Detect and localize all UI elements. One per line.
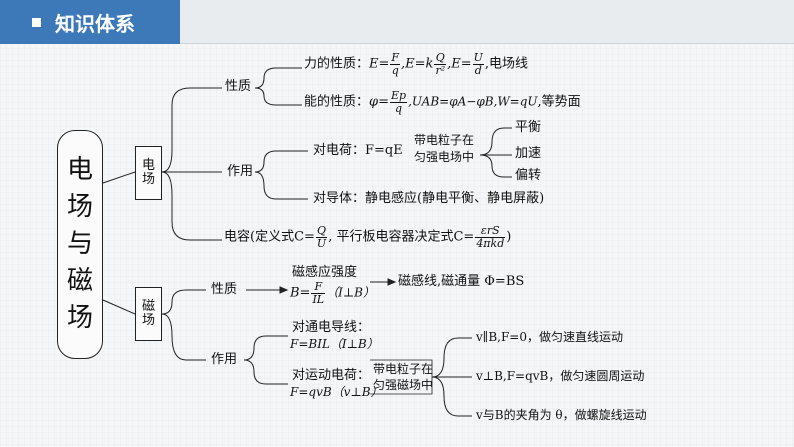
formula-e3-lhs: ,E= [447,56,472,72]
formula-e1-lhs: E= [369,56,390,72]
magnetic-label-top: 磁 [141,299,155,315]
electric-property-label: 性质 [225,79,252,94]
charge-force-line: 对电荷：F=qE [313,143,403,158]
magnetic-flux-line: 磁感线,磁通量 Φ=BS [398,274,525,289]
frac-den: q [391,63,399,77]
magnetic-particle-line1: 带电粒子在 [373,362,434,376]
electric-label-top: 电 [141,158,155,174]
root-char: 与 [66,228,93,259]
energy-suffix: ,等势面 [537,94,581,110]
formula-e2-lhs: ,E=k [401,56,434,72]
square-bullet-icon [32,17,41,27]
root-char: 磁 [66,266,93,297]
magnetic-label-bottom: 场 [141,313,155,328]
electric-action-label: 作用 [227,164,254,179]
energy-formulas: ,UAB=φA−φB,W=qU [408,94,538,109]
frac-den: r² [435,63,446,77]
electric-field-box: 电 场 [135,146,162,200]
motion-deflect: 偏转 [515,168,542,183]
frac-num: εrS [475,225,506,238]
frac-den: 4πkd [476,236,505,250]
magnetic-motion-straight: v∥B,F=0，做匀速直线运动 [476,330,623,344]
force-suffix: ,电场线 [484,56,529,72]
b-condition: （I⊥B） [326,285,375,300]
wire-line2: F=BIL（I⊥B） [290,337,379,351]
root-topic-box: 电 场 与 磁 场 [57,130,103,359]
cap-suffix: ) [506,229,512,245]
phi-lhs: φ= [369,94,390,110]
frac-den: U [316,236,327,250]
moving-charge-line1: 对运动电荷： [292,368,371,383]
section-title: 知识体系 [55,11,135,36]
electric-label-bottom: 场 [141,172,155,187]
electric-particle-line1: 带电粒子在 [414,133,475,147]
frac-num: Q [434,51,447,65]
root-char: 场 [66,191,93,222]
frac-num: Ep [390,89,408,103]
cap-prefix: 电容(定义式C= [224,229,315,245]
energy-prefix: 能的性质： [304,94,370,110]
motion-balance: 平衡 [515,120,542,135]
magnetic-induction-title: 磁感应强度 [292,265,358,280]
frac-num: F [390,51,401,65]
frac-den: d [474,63,482,77]
section-header: 知识体系 [0,0,180,44]
electric-particle-line2: 匀强电场中 [414,150,475,164]
magnetic-field-box: 磁 场 [135,287,162,341]
frac-num: Q [315,224,328,238]
magnetic-particle-line2: 匀强磁场中 [373,378,434,392]
frac-den: q [395,101,403,115]
magnetic-action-label: 作用 [211,352,238,367]
wire-line1: 对通电导线： [292,320,371,335]
cap-middle: , 平行板电容器决定式C= [328,229,475,245]
root-char: 场 [66,303,93,334]
magnetic-property-label: 性质 [211,282,238,297]
magnetic-motion-circle: v⊥B,F=qvB，做匀速圆周运动 [476,369,645,383]
motion-accelerate: 加速 [515,146,542,161]
frac-num: U [472,51,484,65]
frac-num: F [311,281,326,294]
b-lhs: B= [290,285,311,301]
conductor-line: 对导体：静电感应(静电平衡、静电屏蔽) [313,191,545,206]
header-rule [180,0,794,44]
moving-charge-line2: F=qvB（v⊥B） [290,385,383,399]
magnetic-motion-helix: v与B的夹角为 θ，做螺旋线运动 [476,408,647,422]
frac-den: IL [312,292,325,306]
force-prefix: 力的性质： [304,56,370,72]
root-char: 电 [66,154,93,185]
